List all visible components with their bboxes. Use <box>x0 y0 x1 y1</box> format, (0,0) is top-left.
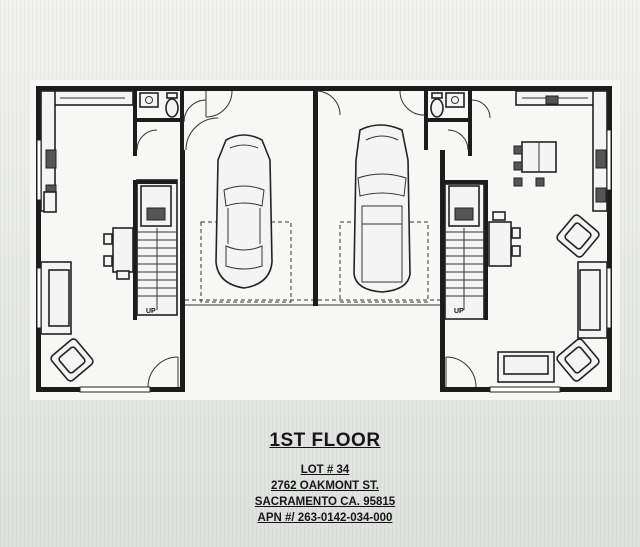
right-dining-table <box>488 221 512 267</box>
left-unit: UP <box>36 86 207 393</box>
left-stair-up-label: UP <box>146 308 156 315</box>
right-garage-truck-icon <box>353 124 411 293</box>
left-toilet-icon <box>165 98 179 118</box>
right-fridge-icon <box>595 149 607 169</box>
right-sink-icon <box>445 92 465 108</box>
right-armchair-top <box>556 214 600 258</box>
floor-title: 1ST FLOOR <box>269 430 381 451</box>
city-state-zip: SACRAMENTO CA. 95815 <box>254 496 396 508</box>
right-toilet-icon <box>430 98 444 118</box>
title-block: 1ST FLOOR LOT # 34 2762 OAKMONT ST. SACR… <box>200 430 450 526</box>
left-sink-icon <box>139 92 159 108</box>
left-water-heater-icon <box>146 207 166 221</box>
left-dining-table <box>112 227 134 273</box>
left-fridge-icon <box>45 149 57 169</box>
street-address: 2762 OAKMONT ST. <box>271 480 379 492</box>
left-armchair <box>50 338 94 382</box>
right-garage <box>315 90 440 306</box>
lot-number: LOT # 34 <box>300 464 350 476</box>
right-water-heater-icon <box>454 207 474 221</box>
apn-number: APN #/ 263-0142-034-000 <box>257 512 393 524</box>
right-stair-up-label: UP <box>454 308 464 315</box>
left-garage-car-icon <box>215 134 273 289</box>
right-unit: UP <box>399 86 612 393</box>
left-garage <box>185 90 313 306</box>
right-armchair-bottom <box>556 338 600 382</box>
